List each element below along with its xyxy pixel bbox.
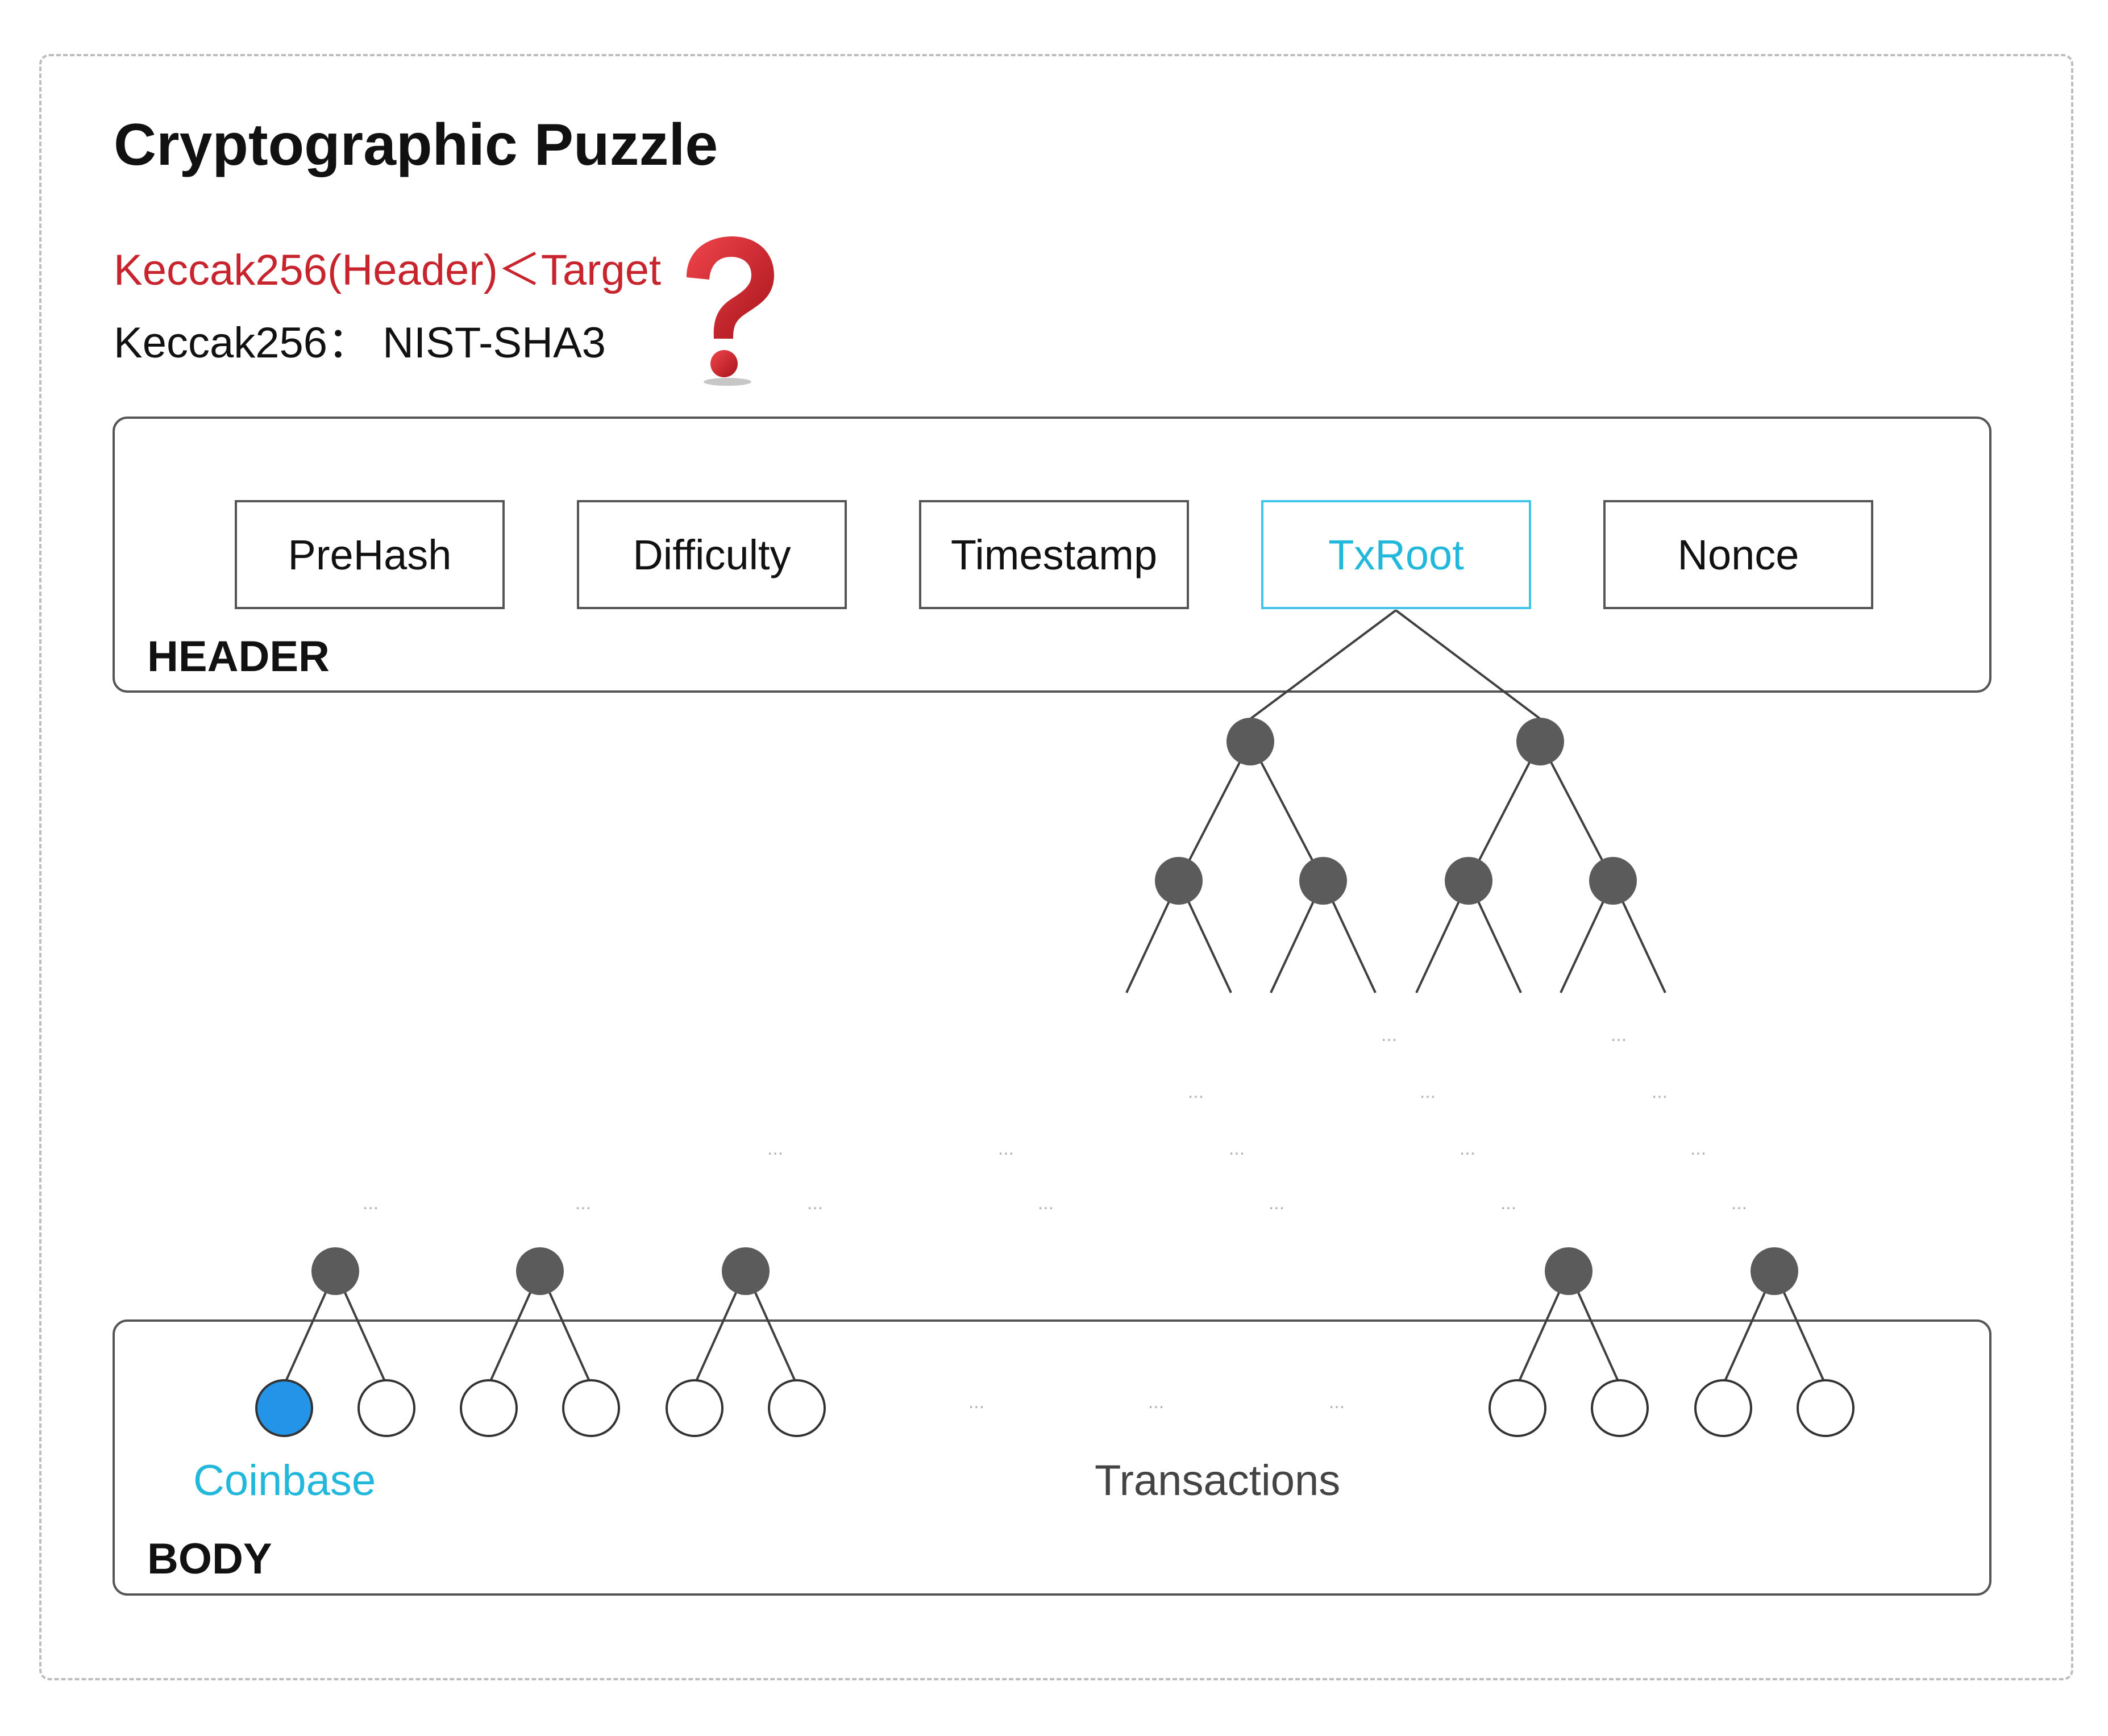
ellipsis-mark: ... [1269, 1192, 1284, 1214]
internal-node [722, 1247, 770, 1295]
question-mark-icon [687, 236, 774, 386]
puzzle-formula: Keccak256(Header)＜Target [114, 246, 662, 294]
header-field-prehash: PreHash [235, 500, 505, 609]
transaction-leaf-node [460, 1379, 518, 1437]
merkle-edge [1249, 609, 1397, 720]
internal-node [311, 1247, 359, 1295]
coinbase-leaf-node [255, 1379, 313, 1437]
internal-node [1545, 1247, 1593, 1295]
body-panel [113, 1319, 1991, 1596]
outer-dashed-frame [39, 54, 2073, 1680]
ellipsis-mark: ... [1420, 1081, 1436, 1102]
ellipsis-mark: ... [1381, 1024, 1397, 1046]
ellipsis-mark: ... [1329, 1391, 1345, 1413]
transaction-leaf-node [1694, 1379, 1752, 1437]
internal-node [1516, 718, 1564, 765]
ellipsis-mark: ... [767, 1138, 783, 1159]
ellipsis-mark: ... [1731, 1192, 1747, 1214]
ellipsis-mark: ... [998, 1138, 1014, 1159]
transactions-label: Transactions [1095, 1456, 1341, 1505]
transaction-leaf-node [562, 1379, 620, 1437]
internal-node [1589, 857, 1637, 905]
internal-node [1155, 857, 1203, 905]
transaction-leaf-node [1591, 1379, 1649, 1437]
ellipsis-mark: ... [1229, 1138, 1245, 1159]
merkle-edge [1178, 741, 1252, 881]
ellipsis-mark: ... [1611, 1024, 1627, 1046]
header-field-nonce: Nonce [1603, 500, 1873, 609]
merkle-edge [1467, 741, 1541, 881]
hash-algorithm-note: Keccak256： NIST-SHA3 [114, 319, 606, 367]
transaction-leaf-node [1797, 1379, 1855, 1437]
transaction-leaf-node [768, 1379, 826, 1437]
ellipsis-mark: ... [1038, 1192, 1054, 1214]
ellipsis-mark: ... [1652, 1081, 1668, 1102]
ellipsis-mark: ... [1148, 1391, 1164, 1413]
diagram-title: Cryptographic Puzzle [114, 112, 718, 178]
internal-node [1751, 1247, 1798, 1295]
merkle-edge [1395, 609, 1541, 720]
transaction-leaf-node [666, 1379, 724, 1437]
header-field-difficulty: Difficulty [577, 500, 847, 609]
transaction-leaf-node [357, 1379, 415, 1437]
internal-node [516, 1247, 564, 1295]
header-field-timestamp: Timestamp [919, 500, 1189, 609]
header-field-txroot: TxRoot [1261, 500, 1531, 609]
ellipsis-mark: ... [575, 1192, 591, 1214]
merkle-edge [1249, 741, 1324, 881]
ellipsis-mark: ... [1690, 1138, 1706, 1159]
ellipsis-mark: ... [1188, 1081, 1204, 1102]
ellipsis-mark: ... [1460, 1138, 1475, 1159]
header-panel [113, 417, 1991, 693]
internal-node [1299, 857, 1347, 905]
internal-node [1445, 857, 1492, 905]
body-label: BODY [147, 1535, 272, 1583]
coinbase-label: Coinbase [193, 1456, 376, 1505]
header-label: HEADER [147, 632, 330, 681]
transaction-leaf-node [1489, 1379, 1546, 1437]
internal-node [1226, 718, 1274, 765]
ellipsis-mark: ... [1500, 1192, 1516, 1214]
ellipsis-mark: ... [968, 1391, 984, 1413]
ellipsis-mark: ... [807, 1192, 823, 1214]
ellipsis-mark: ... [363, 1192, 379, 1214]
merkle-edge [1539, 741, 1614, 881]
